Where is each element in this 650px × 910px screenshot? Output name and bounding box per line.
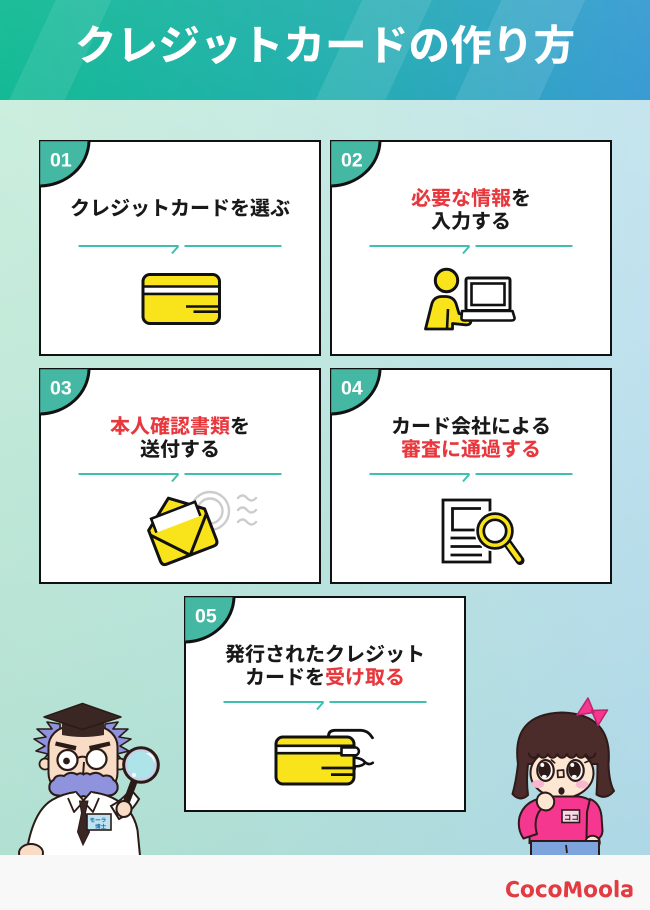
svg-text:03: 03 <box>50 377 72 399</box>
svg-text:04: 04 <box>341 377 363 399</box>
svg-text:01: 01 <box>50 149 72 171</box>
svg-text:05: 05 <box>195 605 217 627</box>
svg-text:02: 02 <box>341 149 363 171</box>
